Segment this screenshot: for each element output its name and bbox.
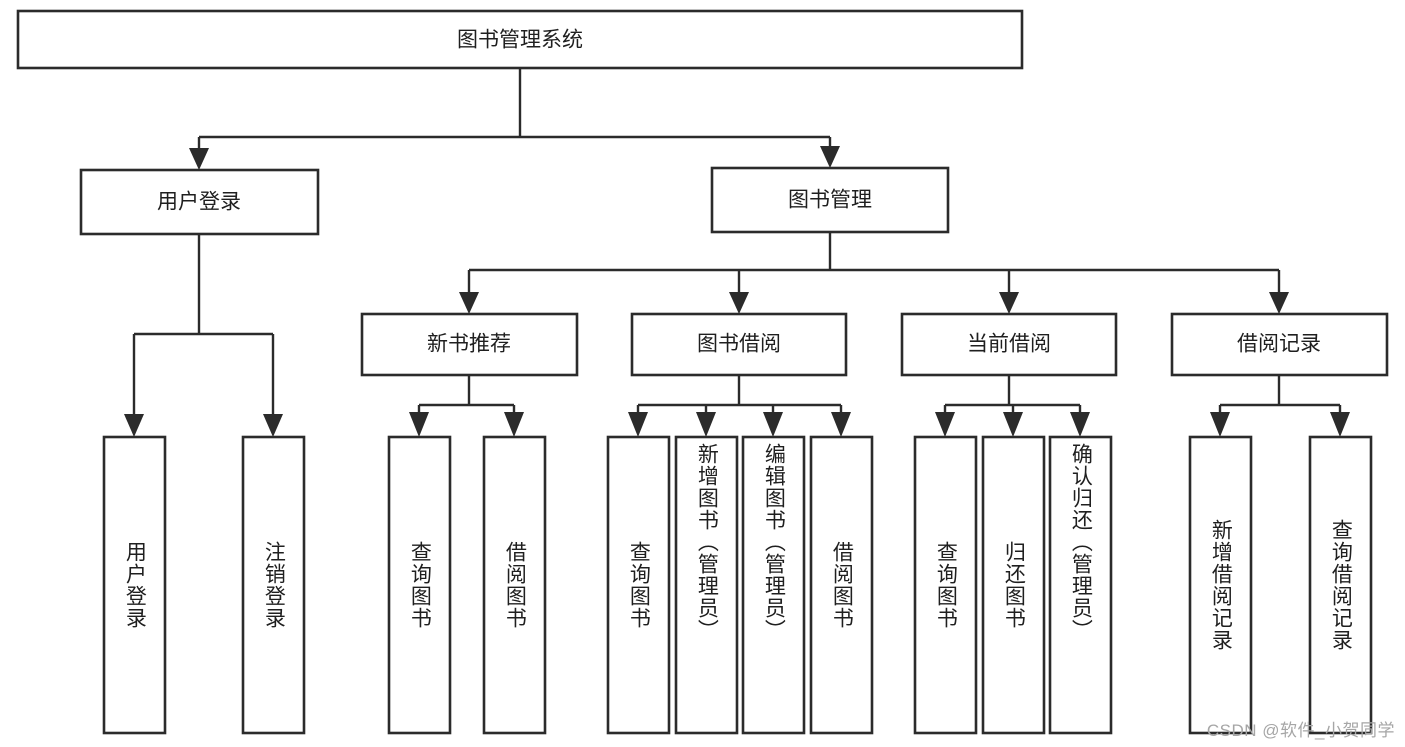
node-borrow-records-label: 借阅记录 — [1237, 333, 1321, 356]
leaf-rect-confirm-return-admin[interactable] — [1048, 435, 1113, 735]
node-current-borrow[interactable]: 当前借阅 — [900, 312, 1118, 377]
node-book-borrow-label: 图书借阅 — [697, 333, 781, 356]
node-current-borrow-label: 当前借阅 — [967, 333, 1051, 356]
leaf-rect-user-login[interactable] — [102, 435, 167, 735]
arrowhead-borrow-to-leaf4 — [831, 412, 851, 437]
arrowhead-bookmgmt-to-current — [999, 292, 1019, 314]
arrowhead-bookmgmt-to-records — [1269, 292, 1289, 314]
node-user-login-rect[interactable] — [79, 168, 320, 236]
leaf-rect-borrow-book-2[interactable] — [809, 435, 874, 735]
node-borrow-records[interactable]: 借阅记录 — [1170, 312, 1389, 377]
connector-group-userlogin — [124, 234, 283, 437]
node-user-login[interactable]: 用户登录 — [79, 168, 320, 236]
arrowhead-bookmgmt-to-borrow — [729, 292, 749, 314]
leaf-rect-add-borrow-record[interactable] — [1188, 435, 1253, 735]
leaf-rect-borrow-book-1[interactable] — [482, 435, 547, 735]
node-borrow-records-rect[interactable] — [1170, 312, 1389, 377]
node-root-label: 图书管理系统 — [457, 29, 583, 52]
arrowhead-userlogin-to-leaf2 — [263, 414, 283, 437]
node-new-book-recommend[interactable]: 新书推荐 — [360, 312, 579, 377]
node-new-book-recommend-rect[interactable] — [360, 312, 579, 377]
arrowhead-current-to-leaf2 — [1003, 412, 1023, 437]
watermark-text: CSDN @软件_小贺同学 — [1206, 721, 1395, 740]
arrowhead-current-to-leaf1 — [935, 412, 955, 437]
arrowhead-current-to-leaf3 — [1070, 412, 1090, 437]
leaf-rect-query-book-1[interactable] — [387, 435, 452, 735]
arrowhead-records-to-leaf2 — [1330, 412, 1350, 437]
arrowhead-records-to-leaf1 — [1210, 412, 1230, 437]
connector-group-newbook — [409, 375, 524, 437]
node-book-management[interactable]: 图书管理 — [710, 166, 950, 234]
node-root-rect[interactable] — [16, 9, 1024, 70]
connector-group-records — [1210, 375, 1350, 437]
node-book-management-label: 图书管理 — [788, 189, 872, 212]
node-book-borrow-rect[interactable] — [630, 312, 848, 377]
arrowhead-root-to-bookmgmt — [820, 146, 840, 168]
arrowhead-borrow-to-leaf3 — [763, 412, 783, 437]
arrowhead-root-to-login — [189, 148, 209, 170]
leaf-rect-query-book-3[interactable] — [913, 435, 978, 735]
leaf-rect-add-book-admin[interactable] — [674, 435, 739, 735]
connector-group-bookmgmt — [459, 232, 1289, 314]
leaf-rect-return-book[interactable] — [981, 435, 1046, 735]
node-current-borrow-rect[interactable] — [900, 312, 1118, 377]
arrowhead-newbook-to-leaf2 — [504, 412, 524, 437]
leaf-rect-query-book-2[interactable] — [606, 435, 671, 735]
node-book-management-rect[interactable] — [710, 166, 950, 234]
leaf-rect-logout[interactable] — [241, 435, 306, 735]
node-new-book-recommend-label: 新书推荐 — [427, 333, 511, 356]
leaf-rect-group — [102, 435, 1373, 735]
node-book-borrow[interactable]: 图书借阅 — [630, 312, 848, 377]
leaf-rect-edit-book-admin[interactable] — [741, 435, 806, 735]
arrowhead-bookmgmt-to-newbook — [459, 292, 479, 314]
leaf-rect-query-borrow-record[interactable] — [1308, 435, 1373, 735]
connector-group-current — [935, 375, 1090, 437]
connector-group-borrow — [628, 375, 851, 437]
node-user-login-label: 用户登录 — [157, 191, 241, 214]
node-root[interactable]: 图书管理系统 — [16, 9, 1024, 70]
connector-group-root — [189, 68, 840, 170]
arrowhead-newbook-to-leaf1 — [409, 412, 429, 437]
arrowhead-borrow-to-leaf2 — [696, 412, 716, 437]
arrowhead-userlogin-to-leaf1 — [124, 414, 144, 437]
arrowhead-borrow-to-leaf1 — [628, 412, 648, 437]
